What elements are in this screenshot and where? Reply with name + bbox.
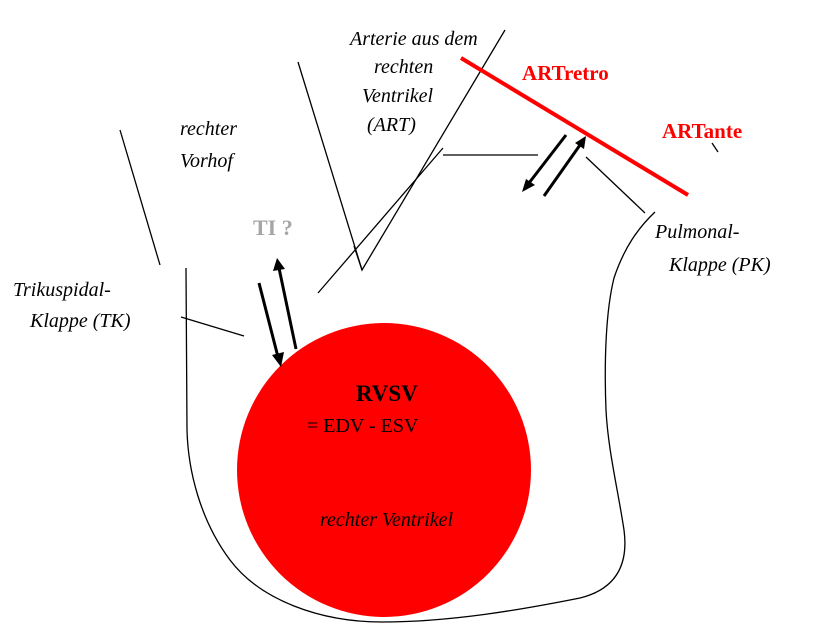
inflow-arrowhead [272, 352, 284, 367]
art-retro-label: ARTretro [522, 61, 609, 85]
atrium-label-line2: Vorhof [180, 150, 235, 172]
ventricle-outline-left [185, 211, 656, 623]
artery-label-line4: (ART) [367, 114, 416, 136]
ti-label: TI ? [253, 215, 293, 240]
tricuspid-label-line1: Trikuspidal- [13, 279, 111, 301]
atrium-label-line1: rechter [180, 118, 237, 140]
pulmonal-label-line1: Pulmonal- [654, 221, 739, 243]
art-ante-label: ARTante [662, 119, 742, 143]
forward-arrowhead [575, 136, 586, 149]
heart-outline [119, 29, 719, 623]
atrium-wall-left [119, 129, 161, 266]
inflow-arrow [257, 282, 280, 358]
tricuspid-label-line2: Klappe (TK) [29, 310, 131, 332]
artery-label-line1: Arterie aus dem [348, 28, 478, 50]
artery-valve-lip [353, 245, 363, 271]
rvsv-formula: = EDV - ESV [307, 415, 419, 437]
forward-arrow [542, 144, 582, 197]
artery-wall-inner [317, 147, 444, 294]
right-ventricle-circle [237, 323, 531, 617]
artery-label-line3: Ventrikel [362, 85, 434, 107]
tricuspid-pointer [180, 316, 245, 337]
valve-line-right [711, 142, 719, 153]
artery-label-line2: rechten [374, 56, 433, 78]
pulmonal-valve-line [585, 156, 646, 214]
art-reference-line [459, 56, 690, 197]
regurg-arrow [277, 267, 298, 350]
regurg-arrowhead [273, 258, 285, 271]
pulmonal-flow-arrows [522, 134, 586, 197]
backflow-arrow [527, 134, 568, 184]
backflow-arrowhead [522, 179, 535, 192]
pulmonal-label-line2: Klappe (PK) [668, 254, 771, 276]
rvsv-label: RVSV [356, 381, 418, 406]
tricuspid-flow-arrows [257, 258, 298, 367]
ventricle-label: rechter Ventrikel [320, 509, 454, 531]
